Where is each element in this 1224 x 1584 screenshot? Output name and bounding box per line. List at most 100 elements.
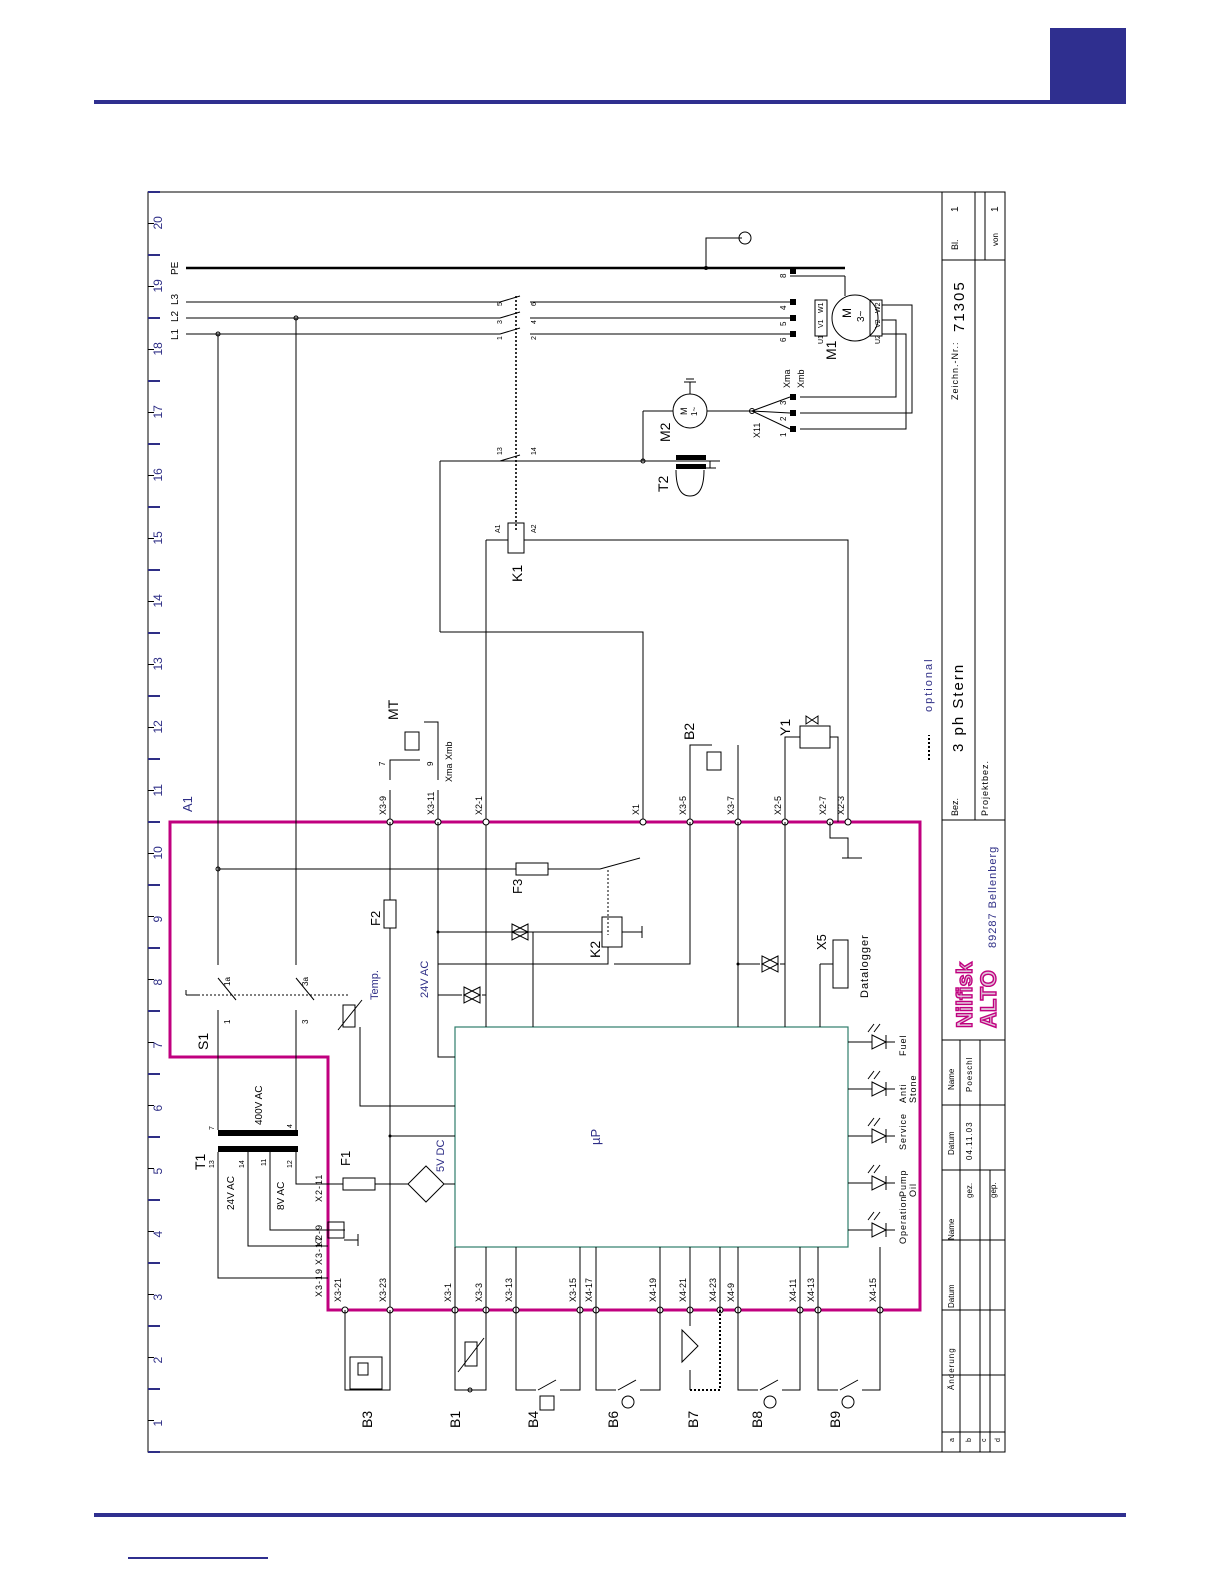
grid-column-9: 9 [151, 916, 165, 923]
of-label: von [991, 233, 1000, 246]
terminal-x11 [751, 396, 791, 430]
triac-24v [437, 822, 487, 1058]
motor-m1-symbol: M [840, 308, 854, 318]
terminal-x2-7: X2-7 [818, 796, 828, 815]
grid-column-10: 10 [151, 846, 165, 860]
drawing-no: 71305 [951, 280, 968, 332]
drawn-date: 04.11.03 [965, 1121, 974, 1160]
revision-d: d [995, 1438, 1002, 1442]
datalogger-label: Datalogger [859, 934, 871, 998]
motor-m1-phase: 3~ [856, 310, 867, 322]
t1-pin-13: 13 [209, 1160, 216, 1168]
relay-k1-coil [507, 522, 525, 554]
terminal-x2-11: X2-11 [314, 1174, 324, 1202]
led-ray-icon [867, 1070, 881, 1080]
terminal-x4-17: X4-17 [584, 1278, 594, 1302]
transformer-primary: 400V AC [254, 1086, 265, 1125]
xmb-mt: Xmb [444, 741, 454, 760]
sheet-label: Bl. [950, 239, 960, 250]
led-label-pump-oil: Oil [908, 1183, 918, 1197]
terminal-x4-13: X4-13 [806, 1278, 816, 1302]
t1-pin-4: 4 [287, 1124, 294, 1128]
sensor-b2 [689, 744, 739, 822]
grid-column-3: 3 [151, 1294, 165, 1301]
terminal-x3-11: X3-11 [426, 792, 436, 815]
sensor-b3-label: B3 [359, 1411, 375, 1428]
transformer-t2-label: T2 [655, 475, 671, 492]
motor-u2: U2 [875, 335, 882, 344]
drawn-label: gez. [965, 1183, 974, 1198]
sensor-b4-label: B4 [525, 1411, 541, 1428]
xma-mt: Xma [444, 763, 454, 782]
revision-b: b [966, 1438, 973, 1442]
ground-x2-3 [829, 822, 862, 859]
sensor-b9-label: B9 [827, 1411, 843, 1428]
terminal-x3-23: X3-23 [378, 1278, 388, 1302]
grid-column-11: 11 [151, 784, 165, 797]
line-pe: PE [170, 261, 181, 275]
x11-pin-3: 3 [779, 400, 788, 405]
change-label: Änderung [947, 1347, 956, 1390]
led-label-anti-stone: Anti [898, 1083, 908, 1103]
led-label-pump-oil: Pump [898, 1169, 908, 1197]
sensor-b7-label: B7 [685, 1411, 701, 1428]
grid-column-6: 6 [151, 1105, 165, 1112]
fuse-f3 [215, 857, 641, 935]
date-header-bottom: Datum [947, 1284, 956, 1308]
k1-pin-4: 4 [531, 320, 538, 324]
mt-pin-7: 7 [378, 761, 387, 766]
grid-column-19: 19 [151, 279, 165, 293]
transformer-secondary-8v: 8V AC [276, 1182, 287, 1210]
switch-s1-label: S1 [195, 1033, 211, 1050]
transformer-t1 [217, 1130, 359, 1279]
terminal-x3-19: X3-19 [314, 1268, 324, 1297]
valve-y1 [784, 715, 839, 822]
sensor-b3 [344, 1310, 391, 1391]
terminal-x3-17: X3-17 [314, 1236, 324, 1265]
terminal-x3-15: X3-15 [568, 1278, 578, 1302]
header-rule [94, 100, 1050, 104]
relay-k1-label: K1 [509, 565, 525, 582]
mt-pin-9: 9 [426, 761, 435, 766]
designation-label: Bez. [950, 798, 960, 816]
grid-column-5: 5 [151, 1168, 165, 1175]
grid-column-14: 14 [151, 594, 165, 608]
terminal-x3-7: X3-7 [726, 796, 736, 815]
sensor-b8-label: B8 [749, 1411, 765, 1428]
revision-a: a [949, 1438, 956, 1442]
sensor-b6 [595, 1310, 661, 1409]
sensor-b6-label: B6 [605, 1411, 621, 1428]
t1-pin-14: 14 [239, 1160, 246, 1168]
k1-aux-contact [440, 454, 643, 462]
sensor-b9 [817, 1310, 881, 1409]
controller-a1-label: A1 [180, 796, 195, 812]
motor-w2: W2 [875, 302, 882, 313]
k1-pin-2: 2 [531, 336, 538, 340]
k1-pin-a2: A2 [531, 524, 538, 533]
switch-3: 3 [301, 1019, 310, 1024]
x11-pin-1: 1 [779, 432, 788, 437]
grid-column-12: 12 [151, 720, 165, 734]
line-l3: L3 [170, 293, 181, 305]
revision-c: c [981, 1438, 988, 1442]
k1-pin-3: 3 [497, 320, 504, 324]
motor-w1: W1 [818, 302, 825, 313]
k1-pin-13: 13 [497, 447, 504, 455]
m1-pin-6: 6 [779, 337, 788, 342]
t1-pin-12: 12 [287, 1160, 294, 1168]
line-l1: L1 [170, 328, 181, 340]
xma-top: Xma [782, 369, 792, 388]
triac-y1 [736, 822, 786, 1027]
temp-label: Temp. [369, 970, 381, 1000]
m1-pin-8: 8 [779, 273, 788, 278]
controller-a1-outline [168, 820, 922, 1312]
thermal-mt-label: MT [385, 699, 401, 720]
led-ray-icon [867, 1023, 881, 1033]
led-label-fuel: Fuel [898, 1034, 908, 1056]
switch-s1 [185, 950, 350, 1130]
led-label-service: Service [898, 1113, 908, 1150]
terminal-x3-1: X3-1 [443, 1283, 453, 1302]
terminal-dot [639, 818, 647, 826]
supply-5v-label: 5V DC [435, 1140, 447, 1172]
